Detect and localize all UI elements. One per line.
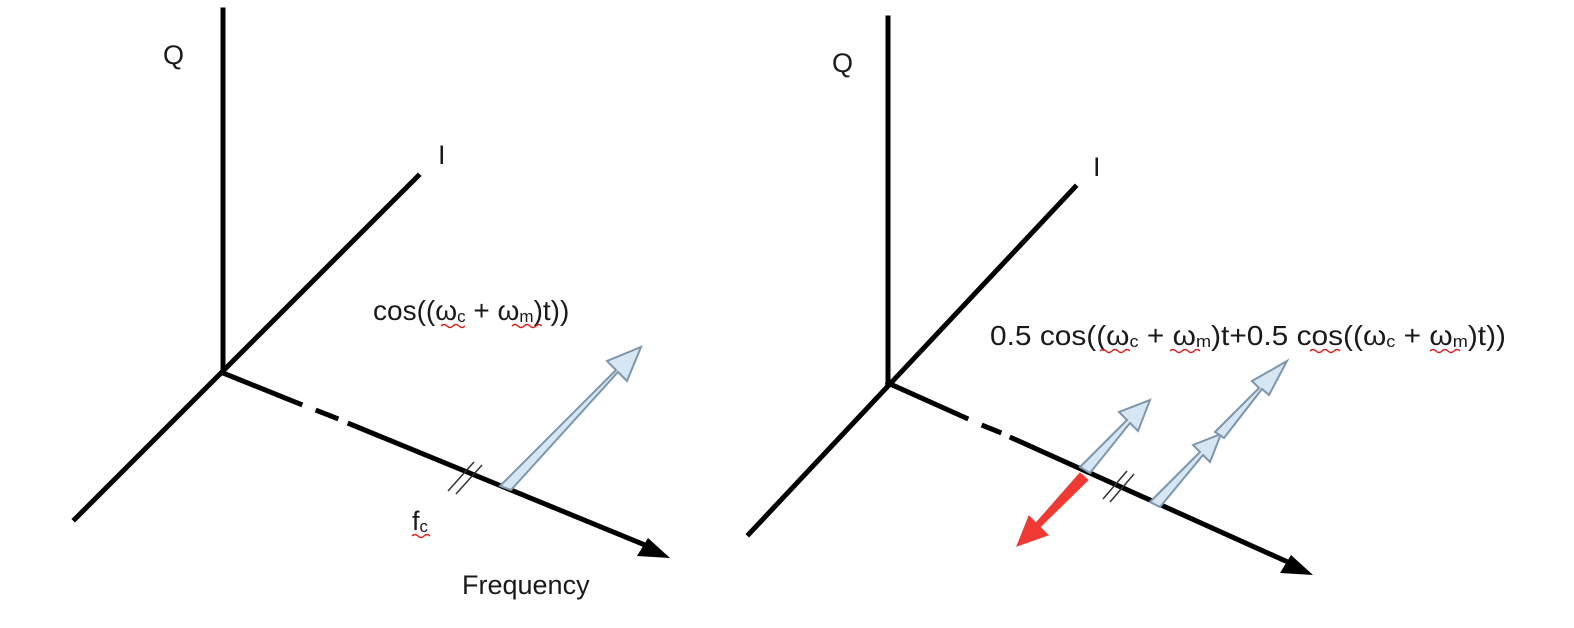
left-q-label: Q bbox=[163, 40, 184, 70]
right-q-label: Q bbox=[832, 48, 853, 78]
right-phasor-arrow-lower bbox=[1148, 432, 1223, 509]
right-fc-tick bbox=[1102, 470, 1135, 503]
right-phasor-arrow-upper-continuation bbox=[1213, 358, 1290, 440]
left-expression: cos((ωc + ωm)t)) bbox=[373, 295, 569, 326]
right-negative-phasor-arrow bbox=[1016, 472, 1089, 547]
left-frequency-label: Frequency bbox=[462, 570, 590, 600]
right-expression: 0.5 cos((ωc + ωm)t+0.5 cos((ωc + ωm)t)) bbox=[990, 320, 1506, 351]
right-spellcheck-squiggle bbox=[1099, 348, 1461, 354]
left-spellcheck-squiggle bbox=[440, 323, 543, 329]
left-fc-tick bbox=[447, 461, 483, 495]
left-fc-squiggle bbox=[411, 533, 431, 539]
right-frequency-arrowhead bbox=[1280, 555, 1313, 575]
left-i-label: I bbox=[438, 140, 446, 170]
left-phasor-arrow bbox=[498, 345, 643, 492]
left-fc-label: fc bbox=[412, 506, 429, 536]
left-i-axis bbox=[71, 172, 422, 523]
right-phasor-arrow-upper bbox=[1078, 398, 1152, 475]
right-i-axis bbox=[745, 183, 1079, 538]
left-frequency-axis bbox=[219, 369, 670, 558]
right-frequency-axis bbox=[884, 379, 1313, 575]
right-i-label: I bbox=[1093, 152, 1101, 182]
left-frequency-arrowhead bbox=[637, 538, 670, 558]
right-diagram: Q I 0.5 cos((ωc + ωm)t+0.5 cos((ωc + ωm)… bbox=[745, 15, 1506, 575]
left-diagram: Q I cos((ωc + ωm)t)) fc Frequency bbox=[71, 7, 670, 600]
